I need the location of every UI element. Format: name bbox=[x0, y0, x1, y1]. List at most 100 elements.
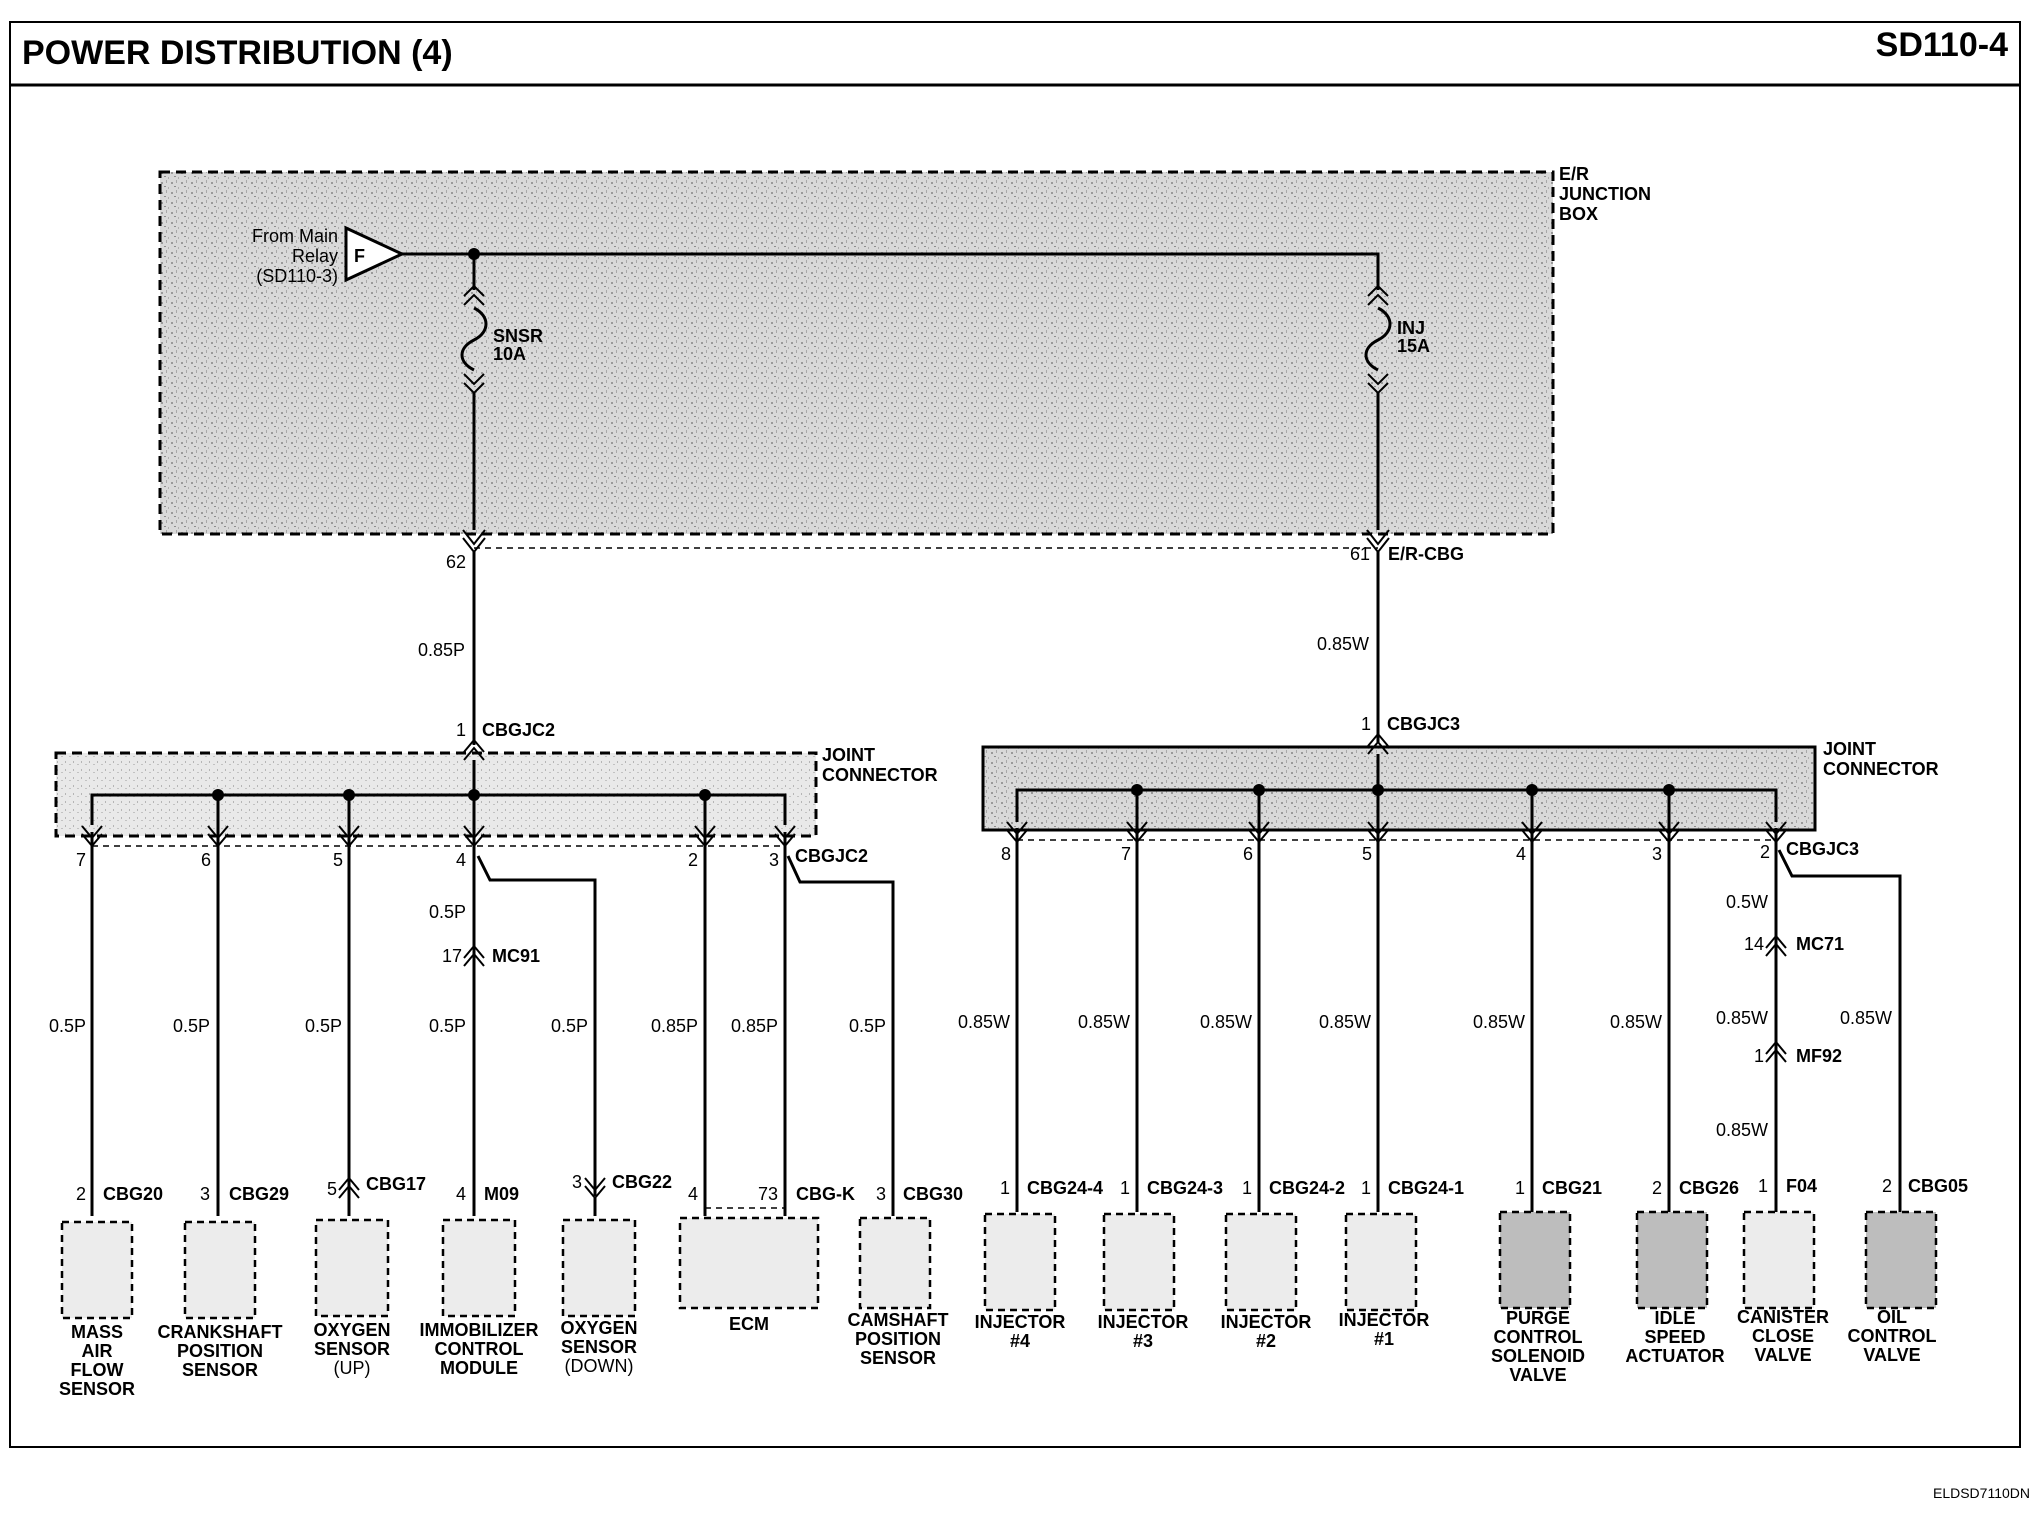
svg-text:SPEED: SPEED bbox=[1644, 1327, 1705, 1347]
svg-text:MC91: MC91 bbox=[492, 946, 540, 966]
oxygen-sensor-up-box bbox=[314, 1218, 390, 1318]
right-jc-output-connector: CBGJC3 bbox=[1786, 839, 1859, 859]
svg-text:0.85P: 0.85P bbox=[731, 1016, 778, 1036]
svg-text:JOINT: JOINT bbox=[822, 745, 875, 765]
junction-box-label: BOX bbox=[1559, 204, 1598, 224]
svg-text:JOINT: JOINT bbox=[1823, 739, 1876, 759]
svg-text:3: 3 bbox=[769, 850, 779, 870]
svg-text:CBG20: CBG20 bbox=[103, 1184, 163, 1204]
right-trunk-wire-spec: 0.85W bbox=[1317, 634, 1369, 654]
svg-text:5: 5 bbox=[333, 850, 343, 870]
oil-control-valve-box bbox=[1864, 1210, 1938, 1310]
left-joint-connector: JOINT CONNECTOR bbox=[54, 745, 938, 838]
svg-text:0.5P: 0.5P bbox=[429, 902, 466, 922]
inj-fuse-rating: 15A bbox=[1397, 336, 1430, 356]
main-relay-source: From Main Relay (SD110-3) F bbox=[252, 225, 406, 286]
injector-2-box bbox=[1224, 1212, 1298, 1312]
svg-text:0.85W: 0.85W bbox=[1473, 1012, 1525, 1032]
branch-purge-control-solenoid-valve: 4 0.85W 1 CBG21 PURGE CONTROL SOLENOID V… bbox=[1473, 784, 1602, 1385]
svg-text:MC71: MC71 bbox=[1796, 934, 1844, 954]
svg-text:8: 8 bbox=[1001, 844, 1011, 864]
svg-text:IDLE: IDLE bbox=[1654, 1308, 1695, 1328]
svg-text:1: 1 bbox=[1000, 1178, 1010, 1198]
er-junction-box: E/R JUNCTION BOX bbox=[158, 164, 1651, 536]
branch-camshaft-position-sensor: 0.5P 3 CBG30 CAMSHAFT POSITION SENSOR bbox=[786, 855, 963, 1368]
svg-text:SENSOR: SENSOR bbox=[860, 1348, 936, 1368]
svg-text:0.5P: 0.5P bbox=[173, 1016, 210, 1036]
inj-fuse-icon bbox=[1364, 284, 1392, 395]
svg-text:3: 3 bbox=[1652, 844, 1662, 864]
svg-text:CRANKSHAFT: CRANKSHAFT bbox=[158, 1322, 283, 1342]
svg-text:(SD110-3): (SD110-3) bbox=[256, 266, 338, 286]
left-trunk-connector: CBGJC2 bbox=[482, 720, 555, 740]
svg-text:INJECTOR: INJECTOR bbox=[975, 1312, 1066, 1332]
svg-text:PURGE: PURGE bbox=[1506, 1308, 1570, 1328]
svg-text:2: 2 bbox=[688, 850, 698, 870]
branch-immobilizer-control-module: 4 0.5P 17 MC91 0.5P 4 M09 IMMOBILIZER CO… bbox=[420, 789, 540, 1378]
svg-text:CBG30: CBG30 bbox=[903, 1184, 963, 1204]
svg-text:SENSOR: SENSOR bbox=[561, 1337, 637, 1357]
svg-text:SENSOR: SENSOR bbox=[59, 1379, 135, 1399]
svg-text:POSITION: POSITION bbox=[855, 1329, 941, 1349]
jb-bus-wire bbox=[402, 252, 1380, 290]
svg-text:3: 3 bbox=[572, 1172, 582, 1192]
inj-fuse-name: INJ bbox=[1397, 318, 1425, 338]
svg-text:CONTROL: CONTROL bbox=[1494, 1327, 1583, 1347]
svg-text:6: 6 bbox=[201, 850, 211, 870]
pin-62-label: 62 bbox=[446, 552, 466, 572]
svg-text:INJECTOR: INJECTOR bbox=[1221, 1312, 1312, 1332]
svg-text:1: 1 bbox=[1515, 1178, 1525, 1198]
svg-text:VALVE: VALVE bbox=[1863, 1345, 1920, 1365]
svg-text:FLOW: FLOW bbox=[71, 1360, 124, 1380]
svg-text:IMMOBILIZER: IMMOBILIZER bbox=[420, 1320, 539, 1340]
svg-text:CONTROL: CONTROL bbox=[435, 1339, 524, 1359]
svg-text:CONNECTOR: CONNECTOR bbox=[822, 765, 938, 785]
svg-text:0.5P: 0.5P bbox=[551, 1016, 588, 1036]
svg-text:CONNECTOR: CONNECTOR bbox=[1823, 759, 1939, 779]
svg-text:CBG24-1: CBG24-1 bbox=[1388, 1178, 1464, 1198]
left-trunk-wire-spec: 0.85P bbox=[418, 640, 465, 660]
svg-text:CAMSHAFT: CAMSHAFT bbox=[848, 1310, 949, 1330]
svg-text:From Main: From Main bbox=[252, 226, 338, 246]
svg-text:MF92: MF92 bbox=[1796, 1046, 1842, 1066]
svg-text:7: 7 bbox=[76, 850, 86, 870]
source-letter: F bbox=[354, 246, 365, 266]
svg-text:1: 1 bbox=[1361, 1178, 1371, 1198]
left-jc-output-connector: CBGJC2 bbox=[795, 846, 868, 866]
svg-text:INJECTOR: INJECTOR bbox=[1339, 1310, 1430, 1330]
svg-text:7: 7 bbox=[1121, 844, 1131, 864]
svg-text:ECM: ECM bbox=[729, 1314, 769, 1334]
svg-text:CONTROL: CONTROL bbox=[1848, 1326, 1937, 1346]
svg-text:5: 5 bbox=[327, 1179, 337, 1199]
svg-text:SENSOR: SENSOR bbox=[182, 1360, 258, 1380]
svg-text:CBG22: CBG22 bbox=[612, 1172, 672, 1192]
ecm-box bbox=[678, 1216, 820, 1310]
junction-box-label: JUNCTION bbox=[1559, 184, 1651, 204]
svg-text:4: 4 bbox=[688, 1184, 698, 1204]
injector-1-box bbox=[1344, 1212, 1418, 1312]
svg-text:MASS: MASS bbox=[71, 1322, 123, 1342]
svg-text:CBG17: CBG17 bbox=[366, 1174, 426, 1194]
svg-text:0.85W: 0.85W bbox=[958, 1012, 1010, 1032]
branch-canister-close-valve: 2 0.5W 14 MC71 0.85W 1 MF92 0.85W 1 F04 … bbox=[1716, 821, 1844, 1365]
camshaft-position-sensor-box bbox=[858, 1216, 932, 1310]
svg-text:OXYGEN: OXYGEN bbox=[560, 1318, 637, 1338]
svg-text:M09: M09 bbox=[484, 1184, 519, 1204]
left-jc-input-pin-icon bbox=[463, 738, 485, 761]
junction-box-label: E/R bbox=[1559, 164, 1589, 184]
svg-text:CANISTER: CANISTER bbox=[1737, 1307, 1829, 1327]
snsr-fuse-icon bbox=[460, 284, 488, 395]
svg-text:0.85W: 0.85W bbox=[1716, 1008, 1768, 1028]
svg-text:0.85W: 0.85W bbox=[1200, 1012, 1252, 1032]
svg-text:MODULE: MODULE bbox=[440, 1358, 518, 1378]
crankshaft-position-sensor-box bbox=[183, 1220, 257, 1320]
branch-idle-speed-actuator: 3 0.85W 2 CBG26 IDLE SPEED ACTUATOR bbox=[1610, 784, 1739, 1366]
svg-text:CBG24-2: CBG24-2 bbox=[1269, 1178, 1345, 1198]
svg-text:3: 3 bbox=[200, 1184, 210, 1204]
svg-text:#3: #3 bbox=[1133, 1331, 1153, 1351]
svg-text:CBG21: CBG21 bbox=[1542, 1178, 1602, 1198]
svg-text:F04: F04 bbox=[1786, 1176, 1817, 1196]
pin-61-label: 61 bbox=[1350, 544, 1370, 564]
svg-text:INJECTOR: INJECTOR bbox=[1098, 1312, 1189, 1332]
svg-text:0.85W: 0.85W bbox=[1716, 1120, 1768, 1140]
